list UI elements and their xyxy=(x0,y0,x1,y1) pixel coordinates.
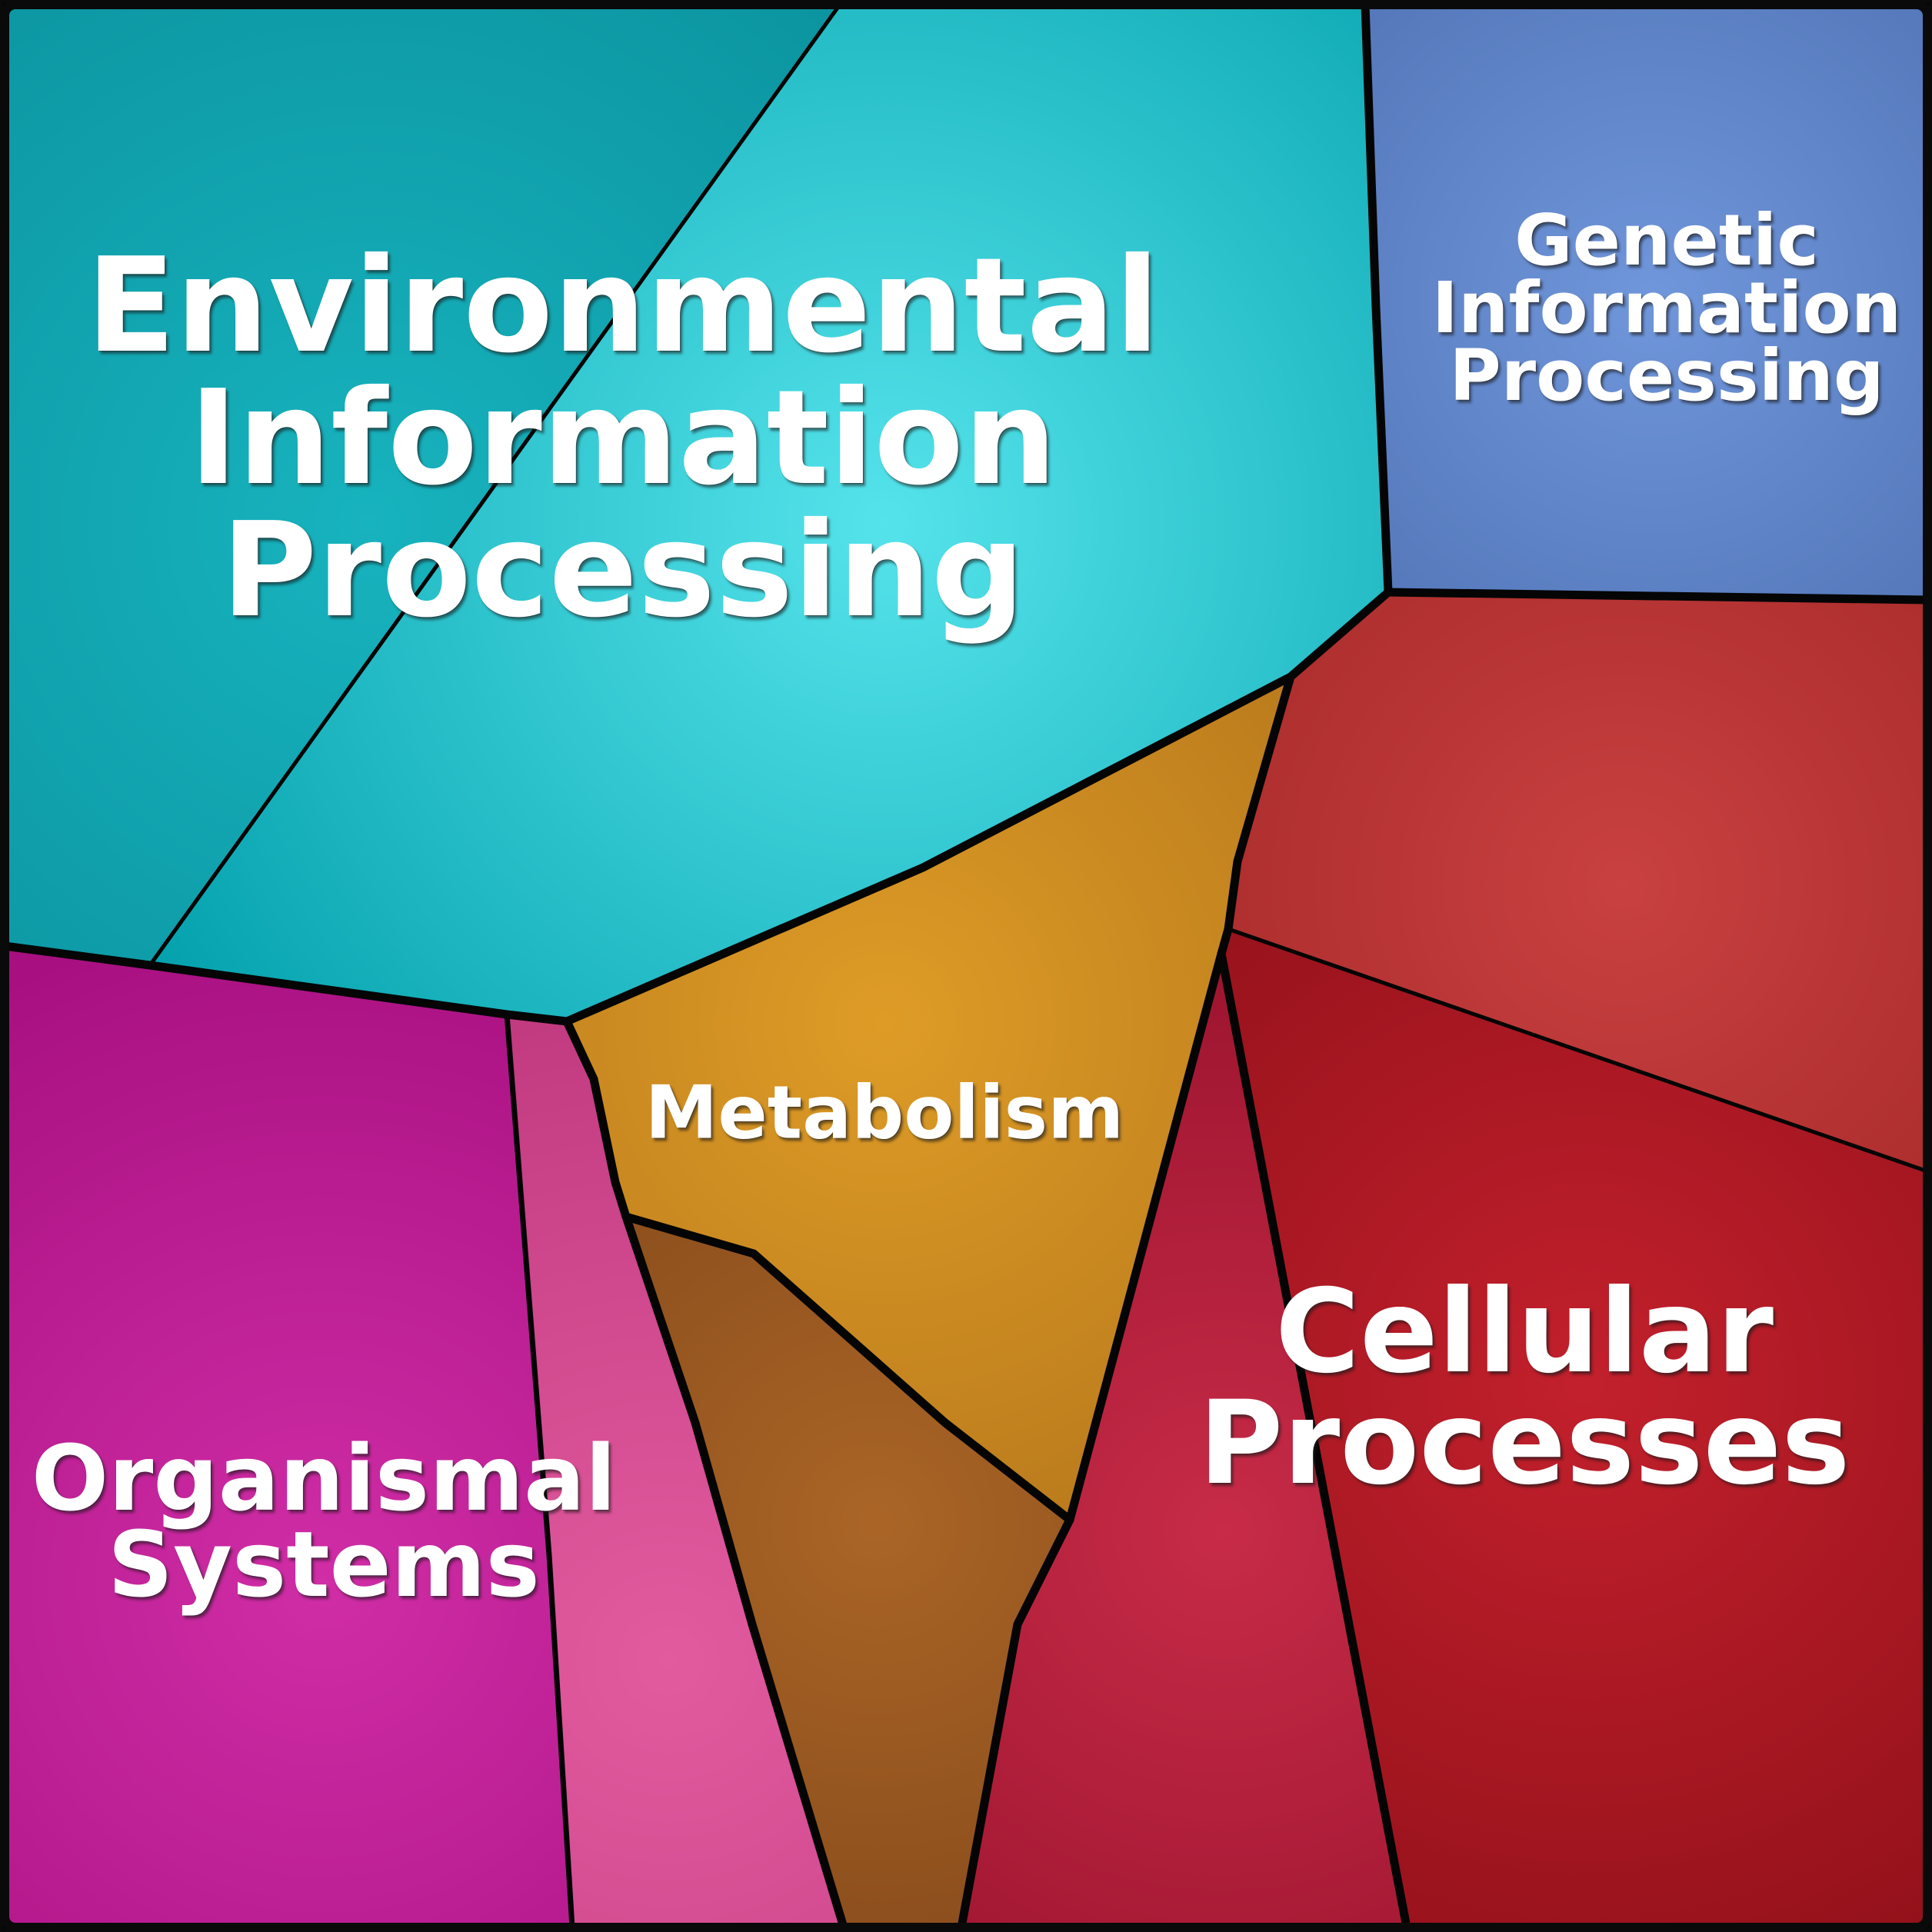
label-line: Information xyxy=(188,362,1058,515)
label-line: Processes xyxy=(1198,1377,1850,1511)
label-line: Systems xyxy=(108,1511,540,1617)
label-organismal-systems: Organismal Systems xyxy=(31,1425,617,1617)
label-line: Environmental xyxy=(86,230,1160,382)
label-line: Information xyxy=(1431,267,1902,349)
label-line: Cellular xyxy=(1274,1265,1774,1399)
label-genetic-information-processing: Genetic Information Processing xyxy=(1431,199,1902,417)
label-environmental-information-processing: Environmental Information Processing xyxy=(86,240,1160,637)
label-line: Processing xyxy=(1449,335,1884,417)
label-line: Metabolism xyxy=(645,1071,1124,1156)
label-line: Genetic xyxy=(1514,199,1819,281)
label-line: Organismal xyxy=(31,1425,617,1531)
label-metabolism: Metabolism xyxy=(645,1071,1124,1156)
label-cellular-processes: Cellular Processes xyxy=(1198,1265,1850,1511)
label-line: Processing xyxy=(221,495,1025,647)
